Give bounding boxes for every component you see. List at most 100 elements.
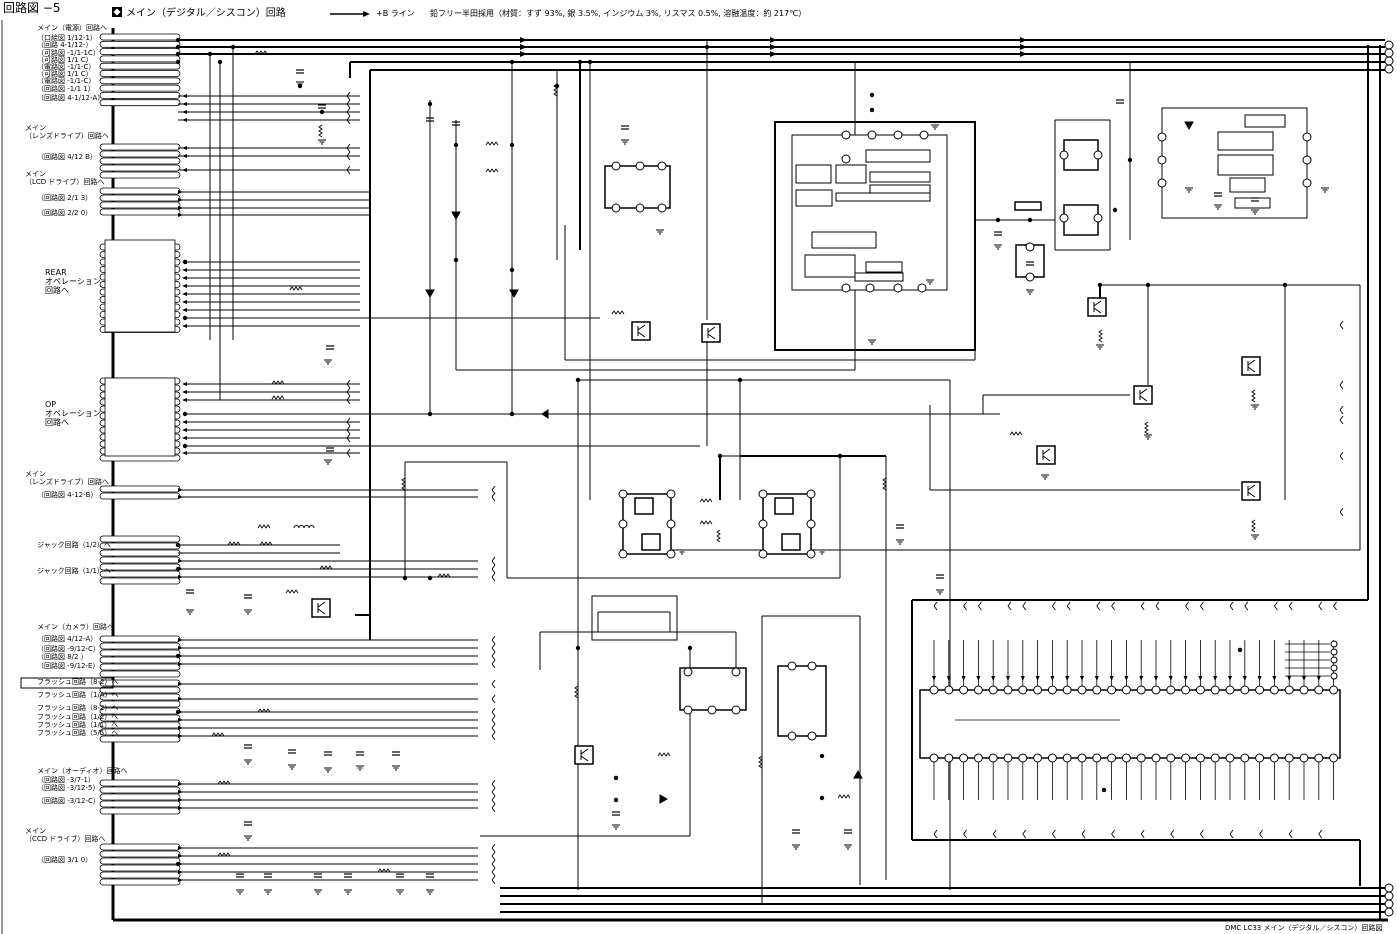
junction-dot bbox=[1112, 207, 1118, 213]
ic-pin bbox=[1025, 272, 1035, 282]
terminal-icon bbox=[491, 803, 496, 813]
terminal-icon bbox=[346, 379, 351, 389]
arrow-icon bbox=[178, 798, 183, 802]
ground-icon bbox=[1026, 289, 1034, 295]
arrow-icon bbox=[182, 276, 187, 280]
connector-label: オペレーション bbox=[45, 409, 101, 418]
resistor-icon bbox=[319, 565, 333, 570]
arrow-icon bbox=[932, 676, 936, 681]
arrow-icon bbox=[182, 284, 187, 288]
mcu-pin bbox=[1077, 753, 1087, 763]
connector-label: メイン bbox=[25, 124, 46, 132]
junction-dot bbox=[230, 44, 236, 50]
capacitor-icon bbox=[1251, 197, 1259, 202]
connector-pin bbox=[99, 686, 181, 694]
terminal-icon bbox=[1140, 601, 1145, 611]
connector-label: フラッシュ回路（1/A）へ bbox=[37, 690, 119, 699]
terminal-icon bbox=[978, 601, 982, 611]
ic-pin bbox=[666, 549, 676, 559]
mcu-pin bbox=[988, 753, 998, 763]
resistor-icon bbox=[699, 520, 713, 525]
terminal-icon bbox=[1200, 829, 1204, 839]
ground-icon bbox=[344, 889, 352, 895]
ground-icon bbox=[994, 244, 1002, 250]
capacitors bbox=[186, 69, 1259, 878]
mcu-pins bbox=[929, 640, 1339, 800]
connector-label: （レンズドライブ）回路へ bbox=[25, 477, 109, 486]
arrow-icon bbox=[1006, 676, 1010, 681]
ground-icon bbox=[931, 124, 939, 130]
mcu-pin bbox=[944, 685, 954, 695]
connector-label: メイン bbox=[25, 827, 46, 835]
junction-dot bbox=[182, 443, 188, 449]
connector-pin bbox=[99, 535, 181, 543]
arrow-icon bbox=[182, 382, 187, 386]
junction-dot bbox=[737, 377, 743, 383]
resistor-icon bbox=[1144, 421, 1149, 435]
ground-icon bbox=[792, 844, 800, 850]
mcu-pin bbox=[1225, 685, 1235, 695]
mcu-pin bbox=[1210, 753, 1220, 763]
arrow-icon bbox=[1316, 676, 1321, 681]
ic-pin bbox=[807, 731, 817, 741]
terminal-icon bbox=[1339, 451, 1344, 461]
arrow-icon bbox=[178, 654, 183, 658]
capacitor-icon bbox=[236, 873, 244, 878]
connector-pin bbox=[99, 77, 181, 85]
terminal-icon bbox=[933, 829, 938, 839]
resistor-icon bbox=[758, 755, 763, 769]
junction-dot bbox=[175, 37, 181, 43]
terminal-icon bbox=[963, 601, 967, 611]
connector-pin bbox=[99, 670, 181, 678]
connector-label: REAR bbox=[45, 268, 67, 277]
ic-pin bbox=[683, 705, 693, 715]
ground-icon bbox=[1185, 187, 1193, 193]
terminal-icon bbox=[491, 485, 496, 495]
junction-dot bbox=[587, 59, 593, 65]
diodes bbox=[425, 121, 1194, 804]
ic-pin bbox=[841, 283, 851, 293]
section-title: メイン（デジタル／シスコン）回路 bbox=[126, 6, 286, 19]
connector-label: メイン（オーディオ）回路へ bbox=[37, 766, 128, 775]
resistor-icon bbox=[318, 124, 323, 138]
capacitor-icon bbox=[452, 121, 460, 126]
terminal-icon bbox=[491, 694, 496, 704]
terminal-icon bbox=[1339, 507, 1344, 517]
ic-pin bbox=[731, 667, 741, 677]
mcu-pin bbox=[1329, 753, 1339, 763]
mcu-pin bbox=[1329, 685, 1339, 695]
ic-pin bbox=[1302, 132, 1312, 142]
terminal-icon bbox=[1288, 601, 1293, 611]
arrow-icon bbox=[1287, 676, 1292, 681]
arrow-icon bbox=[178, 646, 183, 650]
mcu-pin bbox=[1284, 753, 1294, 763]
terminal-icon bbox=[1229, 601, 1234, 611]
resistor-icon bbox=[217, 852, 231, 857]
connector-pin bbox=[99, 635, 181, 643]
terminal-icon bbox=[1081, 829, 1086, 839]
mcu-pin bbox=[1255, 685, 1265, 695]
connector-label: メイン（電源）回路へ bbox=[37, 23, 107, 32]
mcu-pin bbox=[1047, 685, 1057, 695]
connector-pin bbox=[99, 793, 181, 801]
ic-pin bbox=[635, 161, 645, 171]
mcu-pin bbox=[1181, 753, 1191, 763]
arrow-icon bbox=[178, 726, 183, 730]
terminal-icon bbox=[491, 707, 496, 717]
connector-label: （回路図 -9/12-E） bbox=[37, 661, 99, 670]
terminal-icon bbox=[491, 635, 496, 645]
arrow-icon bbox=[182, 420, 187, 424]
arrow-icon bbox=[178, 878, 183, 882]
terminal-icon bbox=[1007, 601, 1012, 611]
connector-pin bbox=[99, 55, 181, 63]
terminal-icon bbox=[491, 651, 496, 661]
resistor-icon bbox=[1098, 329, 1103, 343]
capacitor-icon bbox=[844, 829, 852, 834]
arrow-icon bbox=[182, 428, 187, 432]
resistor-icon bbox=[1009, 431, 1023, 436]
connector-label: （電路図 -1/1-C） bbox=[37, 76, 95, 85]
arrow-icon bbox=[1065, 676, 1070, 681]
connector-pin bbox=[99, 40, 181, 48]
terminal-icon bbox=[346, 143, 351, 153]
junction-dot bbox=[427, 101, 433, 107]
